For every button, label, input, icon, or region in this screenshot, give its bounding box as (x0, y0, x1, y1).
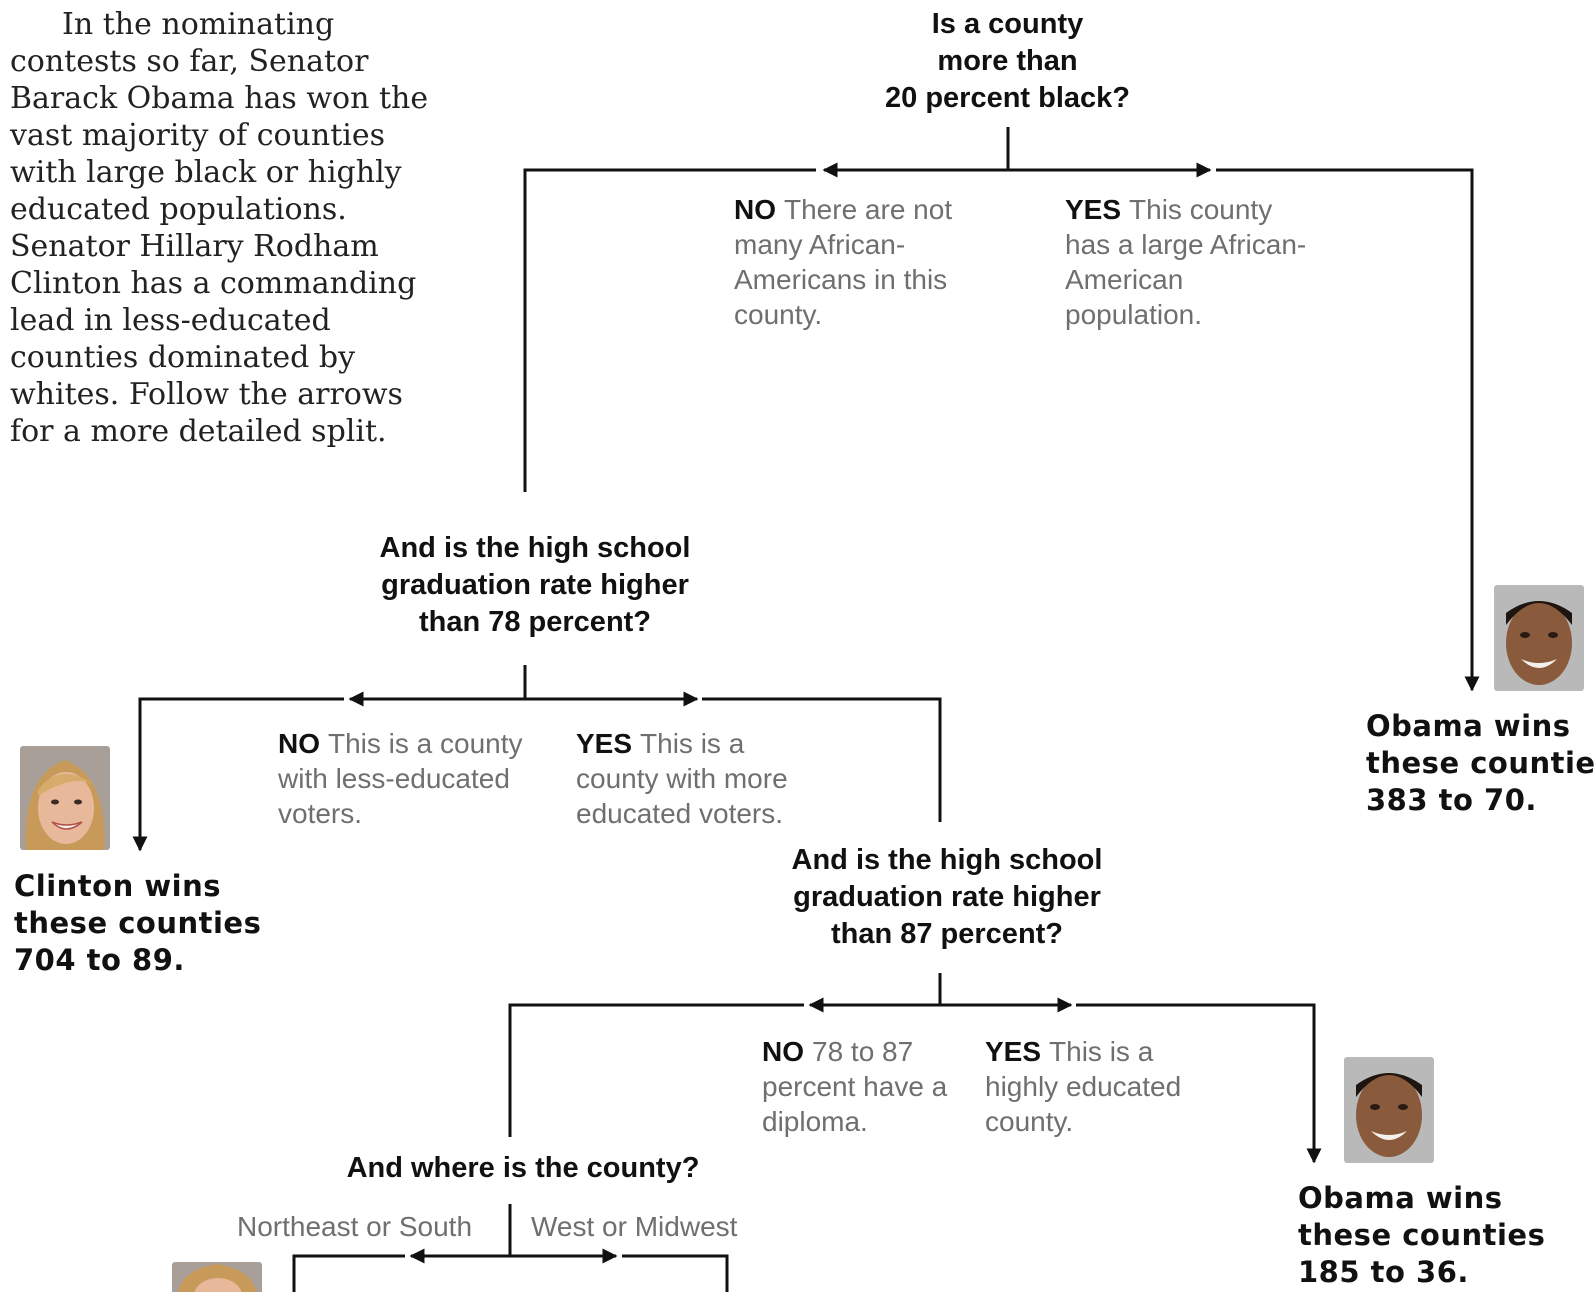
q4-branch-left (292, 1254, 405, 1292)
q4-branch-right (622, 1254, 729, 1292)
answer-no-label: NO (734, 194, 776, 225)
q4-answer-west-midwest: West or Midwest (531, 1211, 738, 1242)
obama-photo (1344, 1057, 1434, 1163)
q3-branch-no (508, 1003, 804, 1137)
result-obama-highly-educated: Obama wins these counties 185 to 36. (1298, 1181, 1546, 1289)
clinton-photo (20, 746, 110, 850)
answer-no-label: NO (278, 728, 320, 759)
result-clinton-less-educated: Clinton wins these counties 704 to 89. (14, 869, 262, 977)
q2-branch-no (132, 697, 344, 852)
answer-yes-label: YES (1065, 194, 1122, 225)
q1-branch-yes (1216, 168, 1480, 692)
obama-photo (1494, 585, 1584, 691)
clinton-photo (172, 1262, 262, 1292)
question-2: And is the high school graduation rate h… (379, 532, 691, 638)
answer-no-label: NO (762, 1036, 804, 1067)
result-obama-majority-black: Obama wins these counties 383 to 70. (1366, 709, 1595, 817)
q4-answer-northeast-south: Northeast or South (237, 1211, 473, 1242)
answer-yes-label: YES (985, 1036, 1042, 1067)
q3-branch-yes (1076, 1003, 1322, 1164)
q2-branch-yes (702, 697, 942, 822)
intro-paragraph: In the nominating contests so far, Senat… (10, 7, 429, 449)
question-3: And is the high school graduation rate h… (791, 844, 1103, 950)
question-1: Is a county more than 20 percent black? (885, 8, 1130, 114)
q1-branch-no (523, 168, 816, 492)
answer-yes-label: YES (576, 728, 633, 759)
question-4: And where is the county? (346, 1152, 700, 1184)
